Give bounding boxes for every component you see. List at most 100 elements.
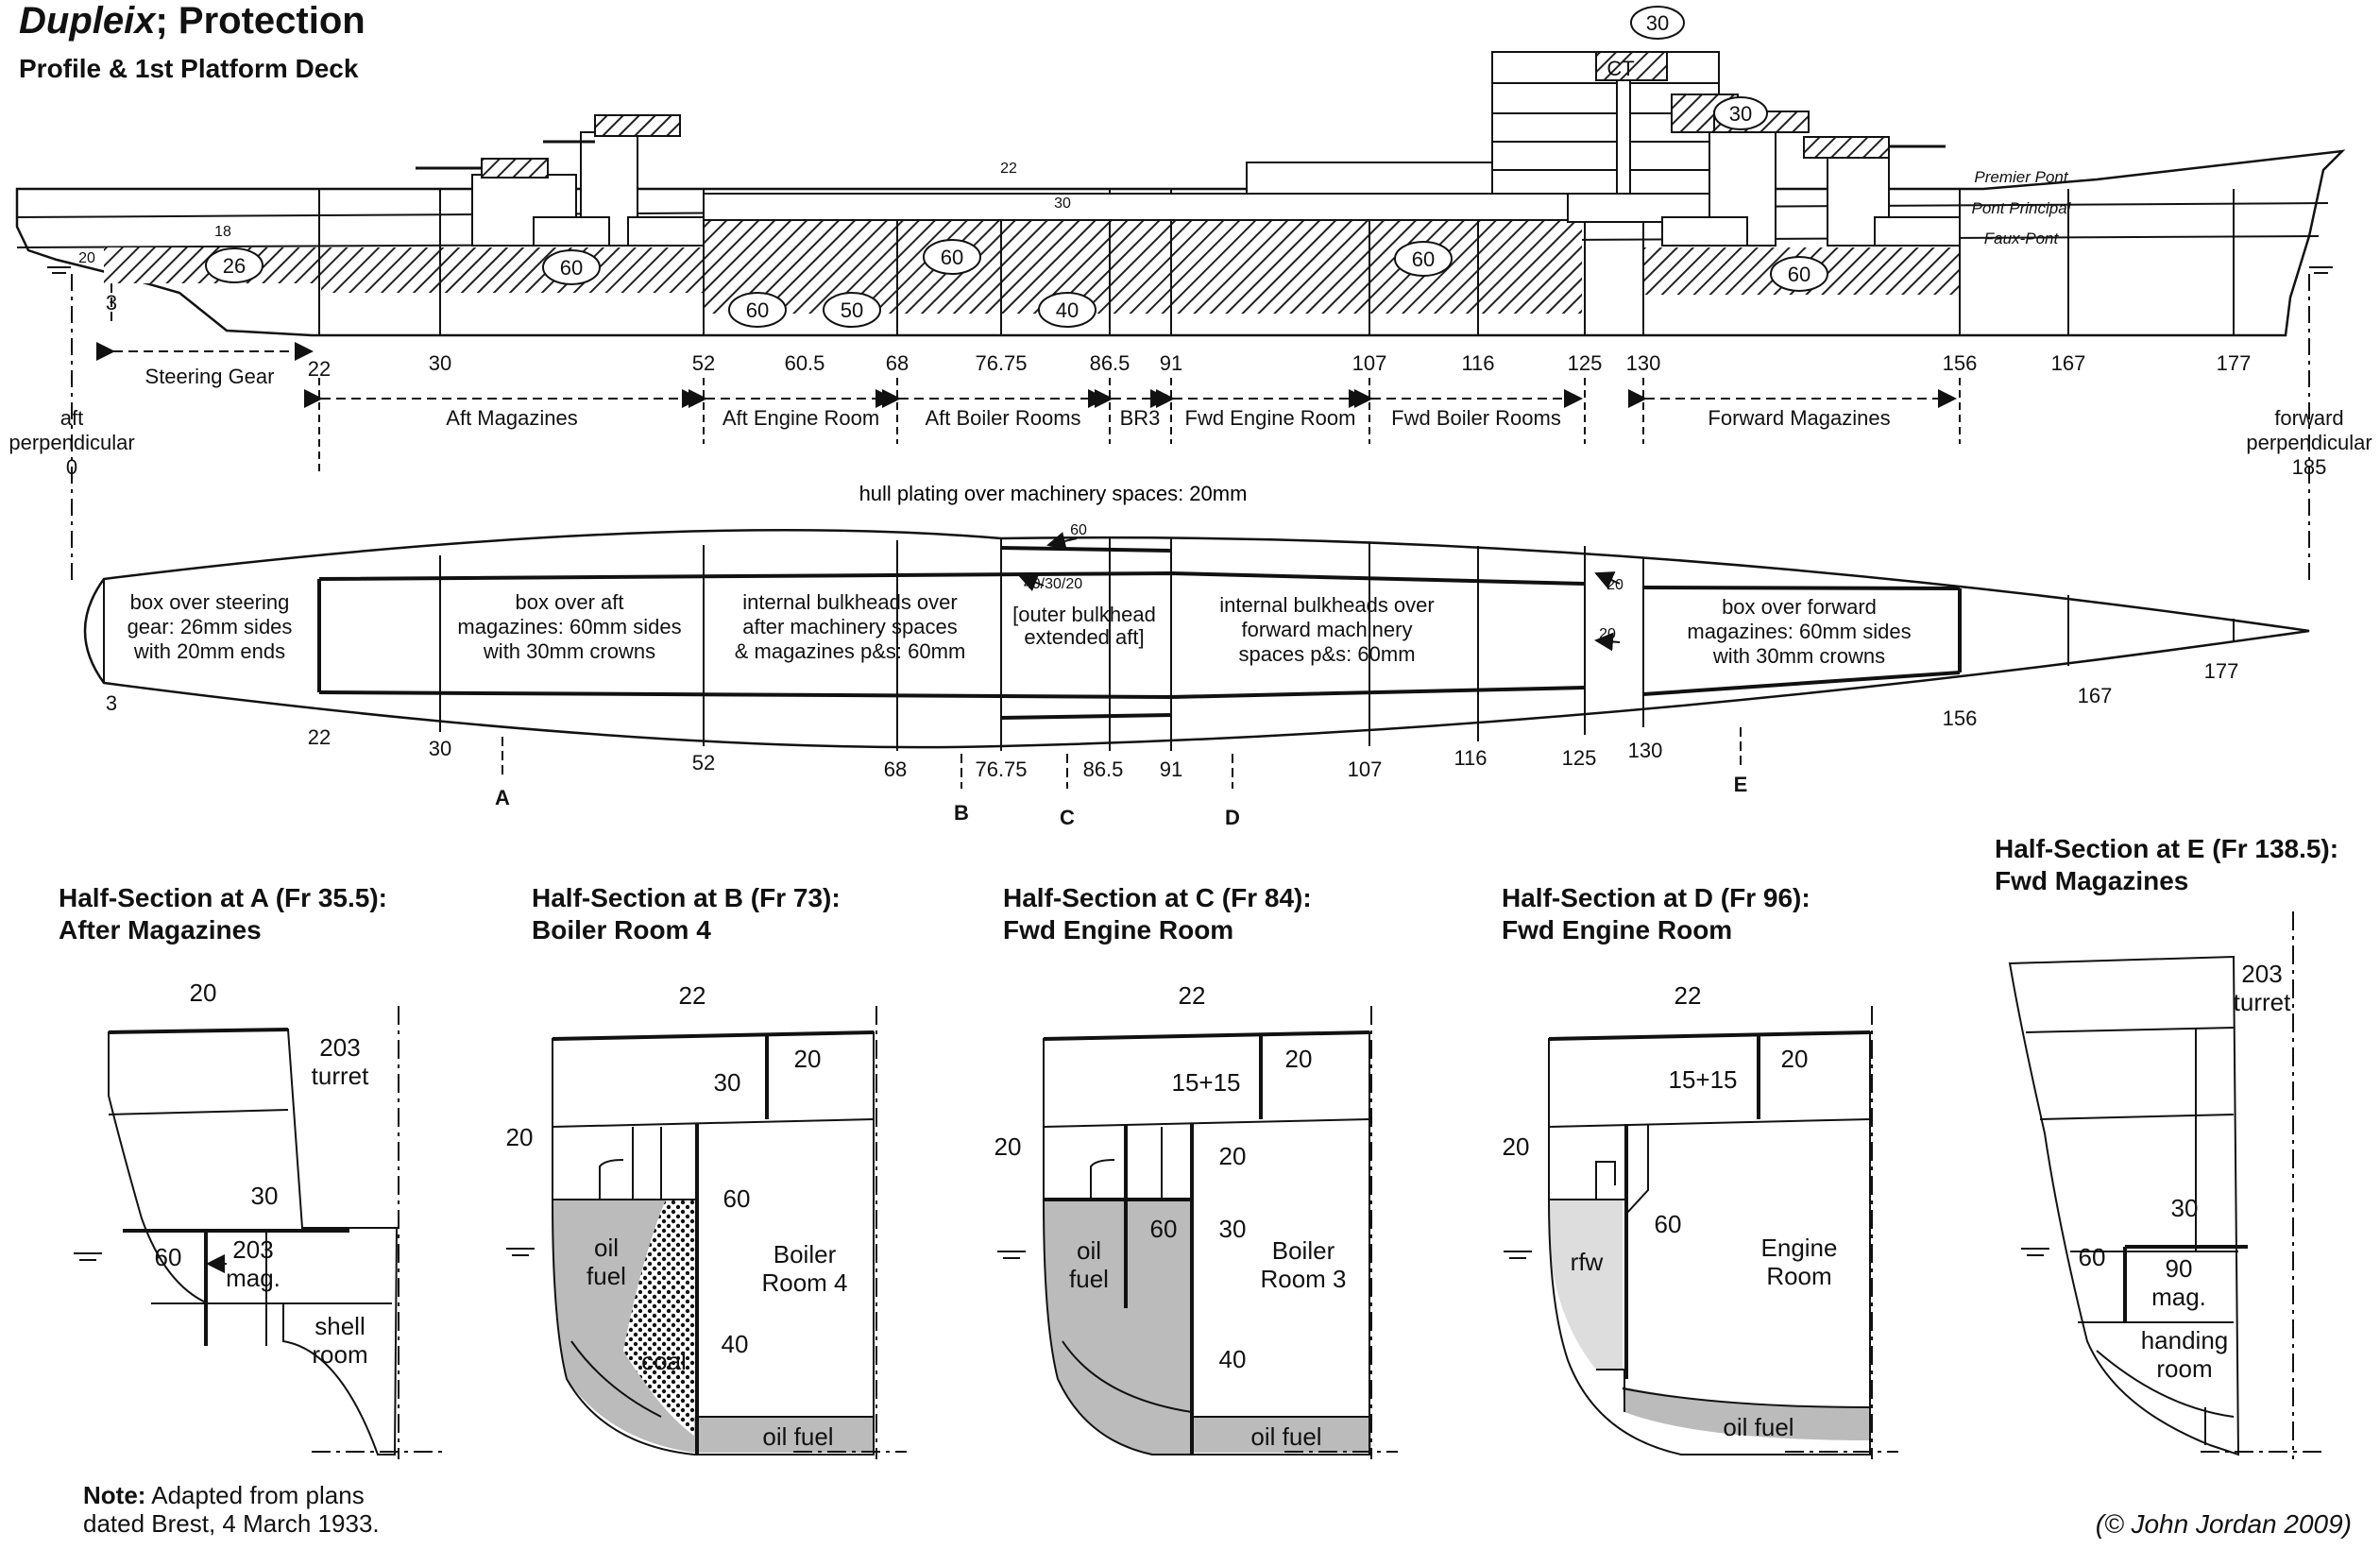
e-turret-2: turret [2234, 988, 2291, 1016]
ship-name: Dupleix [19, 0, 156, 42]
frame-177: 177 [2217, 351, 2252, 375]
deck-faux-pont: Faux-Pont [1984, 230, 2060, 247]
frame-116: 116 [1461, 351, 1494, 375]
box-steering-3: with 20mm ends [133, 639, 285, 663]
armour-26: 26 [223, 254, 246, 278]
marker-c: C [1060, 806, 1075, 829]
d-rfw: rfw [1571, 1248, 1604, 1276]
plan-60: 60 [1070, 522, 1087, 538]
armour-20-steering: 20 [78, 250, 95, 266]
armour-60-engine: 60 [746, 298, 769, 322]
section-d-title: Half-Section at D (Fr 96): Fwd Engine Ro… [1502, 882, 1810, 946]
c-room-1: Boiler [1272, 1236, 1335, 1265]
armour-60-aft-mag: 60 [560, 256, 583, 280]
section-d-title-2: Fwd Engine Room [1502, 915, 1733, 945]
pframe-68: 68 [884, 757, 907, 781]
note-line-2: dated Brest, 4 March 1933. [83, 1509, 380, 1538]
armour-40: 40 [1056, 298, 1079, 322]
c-22: 22 [1179, 981, 1206, 1010]
armour-22-deck: 22 [1000, 161, 1017, 177]
a-mag-1: 203 [232, 1235, 273, 1264]
frame-156: 156 [1943, 351, 1978, 375]
armour-30-turret: 30 [1729, 102, 1752, 126]
half-section-d [1504, 1006, 1898, 1459]
section-c-labels: 22 20 15+15 20 20 60 30 oil fuel Boiler … [994, 981, 1347, 1451]
armour-30-ct: 30 [1646, 11, 1669, 35]
c-20-top: 20 [1285, 1045, 1313, 1073]
section-a-title-1: Half-Section at A (Fr 35.5): [59, 883, 387, 912]
pframe-3: 3 [106, 691, 117, 715]
pframe-177: 177 [2204, 659, 2239, 683]
section-e-title-2: Fwd Magazines [1995, 866, 2189, 895]
frame-86-5: 86.5 [1090, 351, 1130, 375]
subtitle: Profile & 1st Platform Deck [19, 54, 359, 83]
section-c-title-1: Half-Section at C (Fr 84): [1003, 883, 1312, 912]
armour-50: 50 [841, 298, 863, 322]
b-room-1: Boiler [774, 1240, 837, 1268]
outer-bulkhead-1: [outer bulkhead [1012, 603, 1156, 626]
note-line-1: Adapted from plans [145, 1481, 365, 1509]
internal-aft-3: & magazines p&s: 60mm [735, 639, 966, 663]
a-mag-2: mag. [226, 1264, 280, 1292]
e-30: 30 [2171, 1194, 2199, 1222]
hull-plating-note: hull plating over machinery spaces: 20mm [859, 482, 1248, 505]
b-40: 40 [722, 1330, 749, 1358]
frame-68: 68 [886, 351, 909, 375]
plan-40-30-20: 40/30/20 [1024, 576, 1082, 592]
b-20-top: 20 [794, 1045, 822, 1073]
frame-60-5: 60.5 [785, 351, 825, 375]
section-a-title: Half-Section at A (Fr 35.5): After Magaz… [59, 882, 387, 946]
b-oil-fuel: oil fuel [762, 1422, 833, 1451]
comp-aft-boiler-rooms: Aft Boiler Rooms [925, 406, 1080, 430]
compartment-ranges [96, 342, 1961, 472]
box-fwd-2: magazines: 60mm sides [1687, 620, 1911, 643]
half-section-c [997, 1006, 1398, 1459]
b-coal: coal [641, 1347, 687, 1375]
box-steering-2: gear: 26mm sides [128, 615, 293, 638]
box-aft-1: box over aft [516, 590, 624, 614]
frame-22: 22 [308, 357, 331, 381]
half-section-b [506, 1006, 907, 1459]
d-room-1: Engine [1761, 1234, 1838, 1262]
a-30: 30 [251, 1182, 279, 1210]
fwd-perp-1: forward [2274, 406, 2343, 430]
c-oil-2: fuel [1069, 1265, 1109, 1293]
aft-perp-3: 0 [66, 455, 77, 479]
outer-bulkhead-2: extended aft] [1024, 625, 1144, 649]
d-room-2: Room [1766, 1262, 1831, 1290]
plan-20-a: 20 [1606, 577, 1624, 593]
a-shell-1: shell [314, 1312, 365, 1340]
deck-pont-principal: Pont Principal [1972, 199, 2072, 217]
section-a-title-2: After Magazines [59, 915, 262, 945]
a-turret-1: 203 [319, 1033, 360, 1062]
profile-frame-numbers: 3 22 30 52 60.5 68 76.75 86.5 91 107 116… [8, 291, 2372, 479]
pframe-91: 91 [1160, 757, 1182, 781]
e-60: 60 [2079, 1243, 2106, 1271]
section-d-title-1: Half-Section at D (Fr 96): [1502, 883, 1810, 912]
pframe-22: 22 [308, 725, 331, 749]
profile-armour-ovals: 26 60 60 60 60 60 50 40 30 30 CT 18 20 2… [78, 6, 1828, 328]
c-60: 60 [1150, 1215, 1178, 1243]
section-e-title-1: Half-Section at E (Fr 138.5): [1995, 834, 2339, 863]
box-steering-1: box over steering [130, 590, 290, 614]
b-oil-1: oil [594, 1234, 619, 1262]
section-b-title-2: Boiler Room 4 [532, 915, 711, 945]
frame-3: 3 [106, 291, 117, 315]
plan-outline [83, 529, 2310, 749]
pframe-116: 116 [1454, 746, 1487, 770]
armour-60-fwd-mag: 60 [1788, 263, 1810, 286]
main-title: Dupleix; Protection [19, 0, 366, 43]
box-fwd-3: with 30mm crowns [1712, 644, 1885, 668]
pframe-86-5: 86.5 [1083, 757, 1124, 781]
box-aft-2: magazines: 60mm sides [457, 615, 681, 638]
b-room-2: Room 4 [761, 1268, 847, 1297]
d-60: 60 [1655, 1210, 1682, 1238]
plan-labels: box over steering gear: 26mm sides with … [106, 522, 2238, 781]
pframe-167: 167 [2078, 684, 2113, 707]
marker-e: E [1734, 773, 1748, 796]
deck-premier-pont: Premier Pont [1974, 168, 2068, 186]
d-20-top: 20 [1781, 1045, 1809, 1073]
armour-60-aft-boiler: 60 [941, 246, 963, 269]
comp-fwd-engine-room: Fwd Engine Room [1185, 406, 1356, 430]
